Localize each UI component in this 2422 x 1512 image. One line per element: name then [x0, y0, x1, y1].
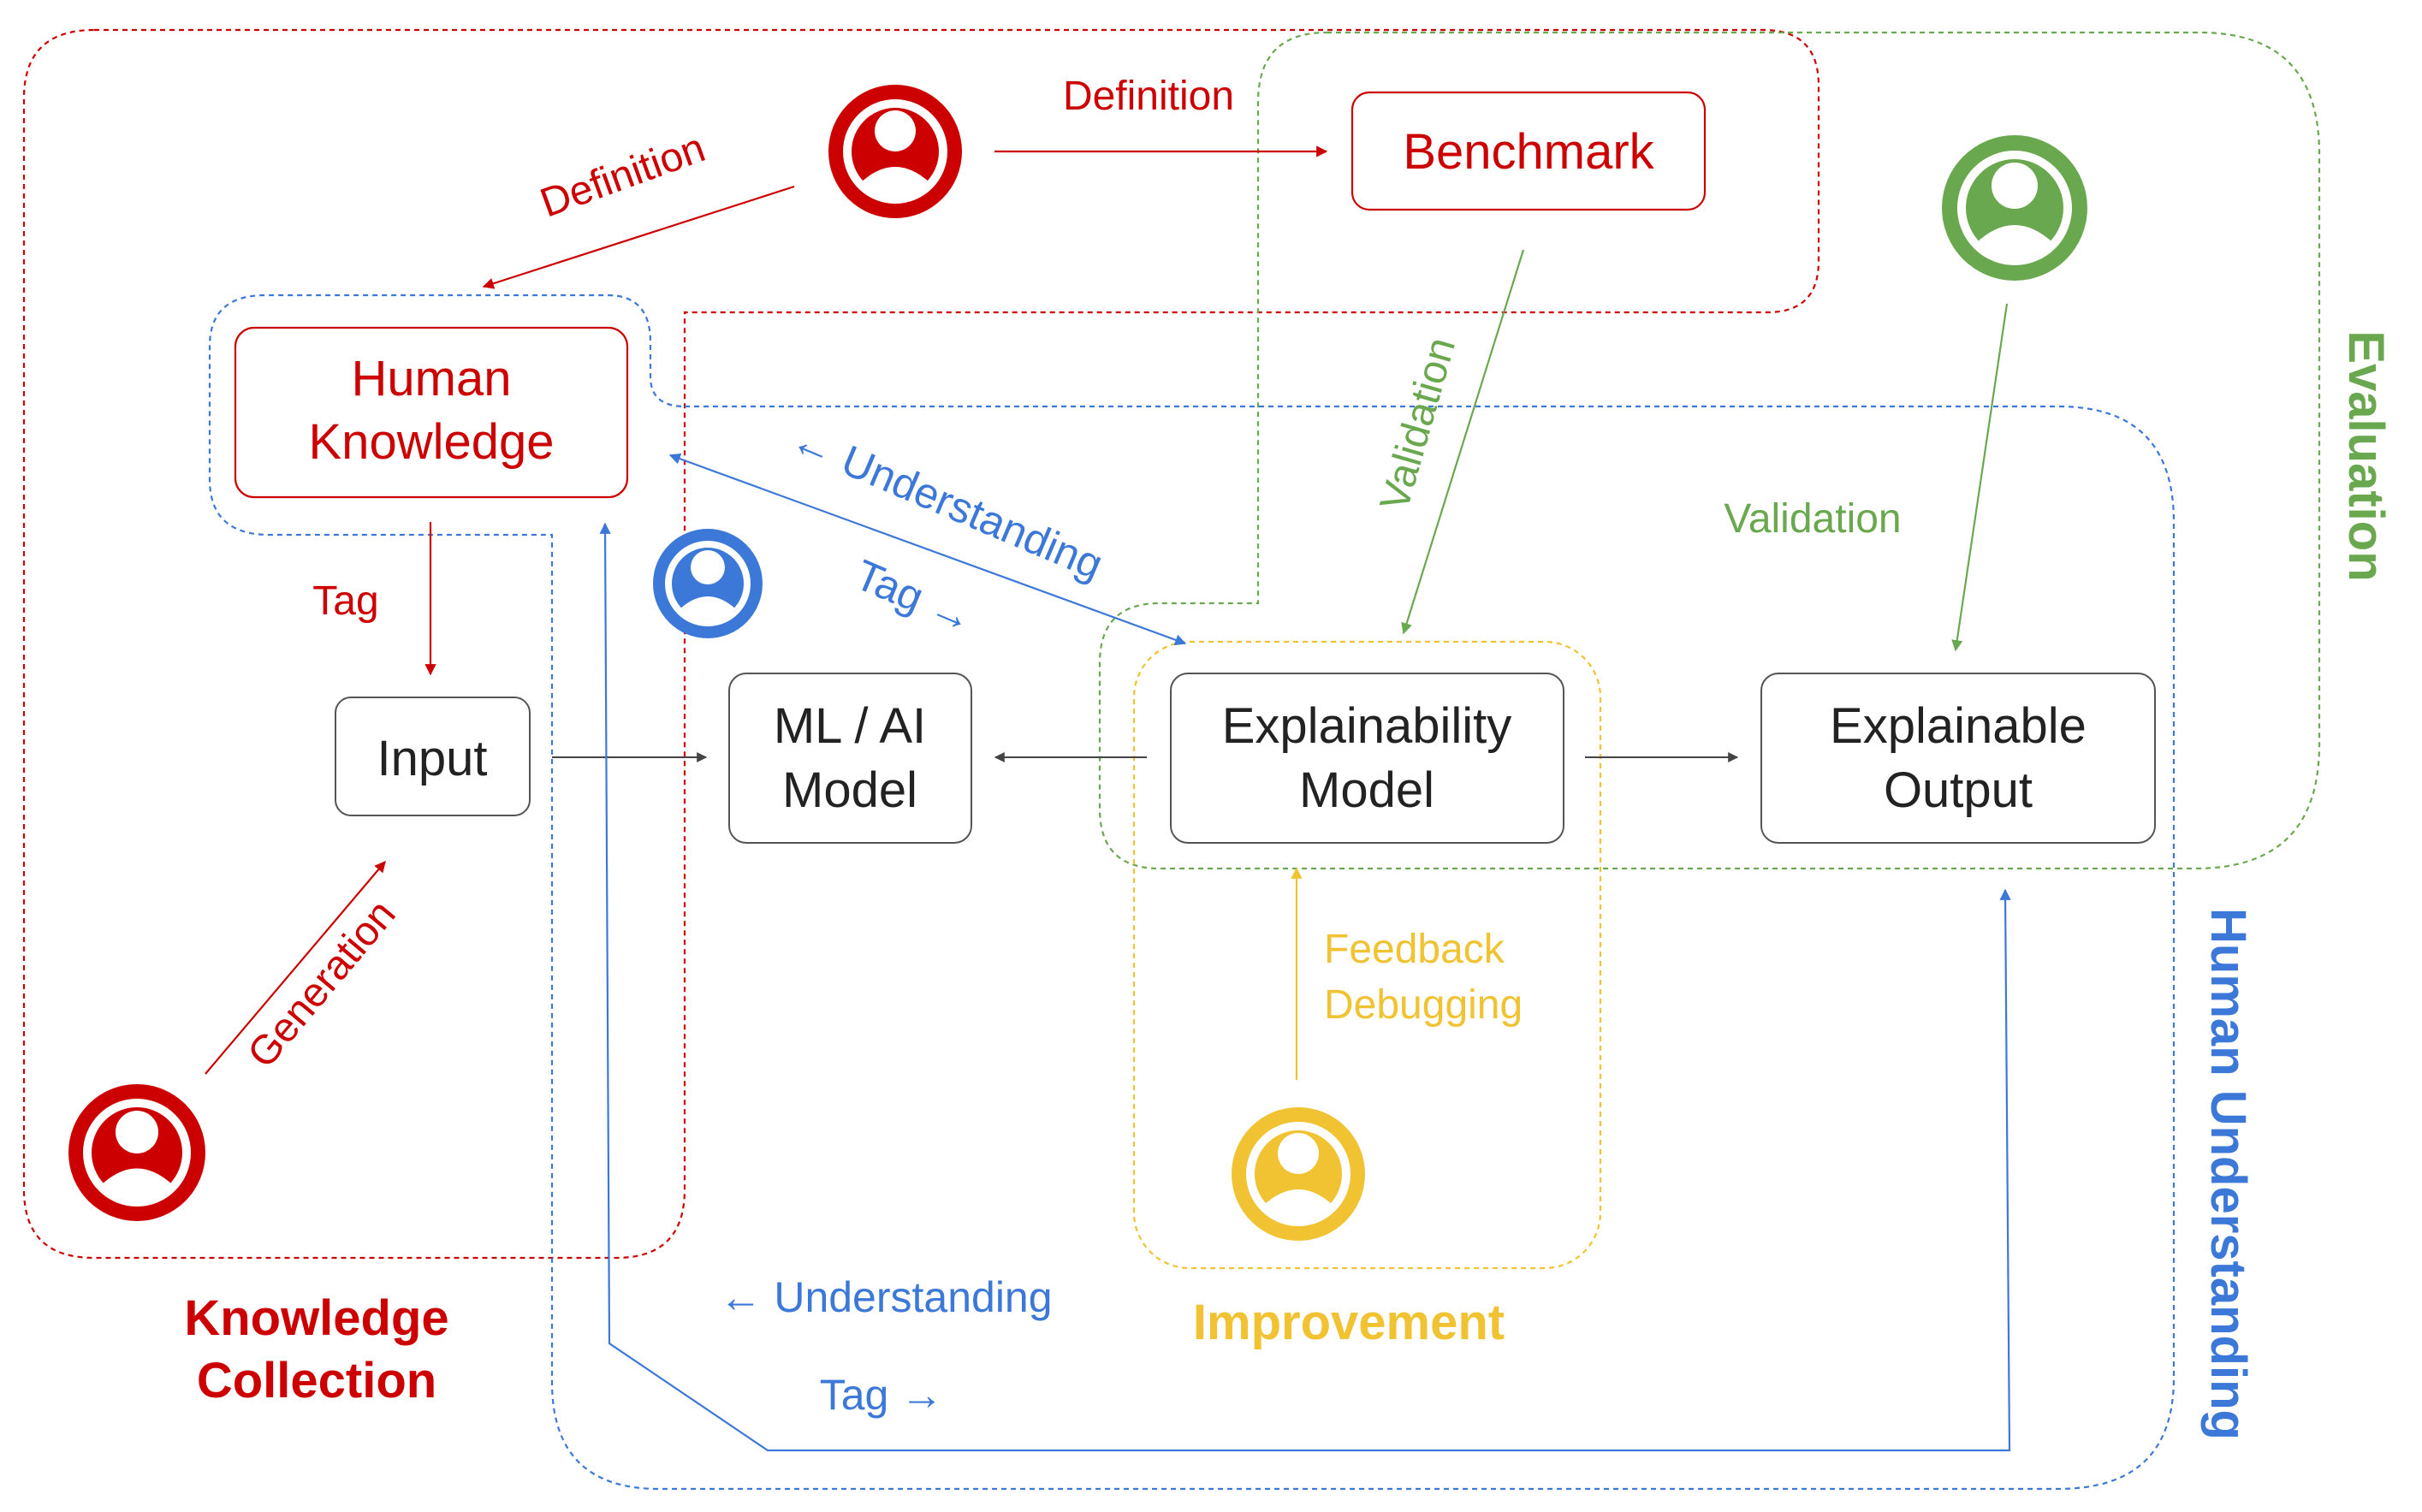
feedback-label: Feedback [1324, 927, 1505, 972]
human-knowledge-label-1: Human [352, 351, 512, 406]
blue-user-icon [653, 529, 763, 638]
red-user-icon-top [828, 85, 962, 218]
user-validation-arrow [1951, 303, 2009, 652]
human-understanding-title: Human Understanding [2200, 908, 2256, 1440]
knowledge-collection-region [22, 28, 1820, 1260]
benchmark-box [1351, 91, 1707, 211]
blue-arrows [599, 453, 2011, 1452]
definition-left-label: Definition [535, 125, 711, 226]
knowledge-collection-title-1: Knowledge [184, 1290, 448, 1346]
green-user-icon [1942, 135, 2087, 281]
red-user-icon-bottom [68, 1084, 205, 1221]
benchmark-label: Benchmark [1403, 124, 1654, 180]
explainability-model-label-2: Model [1299, 762, 1434, 818]
human-knowledge-label-2: Knowledge [309, 414, 555, 470]
input-box [335, 697, 531, 816]
tag-bottom-label: Tag → [820, 1371, 944, 1419]
generation-label: Generation [239, 892, 404, 1076]
human-knowledge-box [234, 326, 629, 499]
tag-red-label: Tag [312, 578, 378, 624]
understanding-top-label: ← Understanding [785, 415, 1110, 590]
generation-arrow [205, 860, 386, 1075]
definition-top-label: Definition [1063, 74, 1234, 119]
explainability-model-label-1: Explainability [1222, 698, 1512, 754]
validation-diag-label: Validation [1372, 333, 1464, 516]
improvement-region [1132, 640, 1602, 1270]
knowledge-collection-title-2: Collection [197, 1353, 436, 1408]
green-arrows [1401, 249, 2009, 652]
red-arrows [205, 145, 1328, 1075]
debugging-label: Debugging [1324, 982, 1523, 1028]
definition-to-knowledge-arrow [482, 185, 795, 289]
ml-ai-model-box [728, 673, 972, 844]
understanding-bottom-label: ← Understanding [719, 1273, 1052, 1321]
explainable-output-label-1: Explainable [1830, 698, 2087, 754]
yellow-user-icon [1232, 1107, 1365, 1241]
evaluation-region [1098, 31, 2321, 870]
tag-top-label: Tag → [848, 550, 981, 643]
feedback-loop-arrow [599, 522, 2011, 1452]
improvement-title: Improvement [1193, 1295, 1505, 1350]
input-label: Input [377, 731, 488, 786]
explainable-output-box [1760, 673, 2156, 844]
ml-ai-model-label-1: ML / AI [774, 698, 926, 754]
human-understanding-region [208, 294, 2176, 1491]
validation-green-label: Validation [1724, 496, 1901, 542]
ml-ai-model-label-2: Model [782, 762, 917, 818]
explainable-output-label-2: Output [1884, 762, 2033, 818]
evaluation-title: Evaluation [2338, 330, 2394, 581]
explainability-model-box [1170, 673, 1564, 844]
